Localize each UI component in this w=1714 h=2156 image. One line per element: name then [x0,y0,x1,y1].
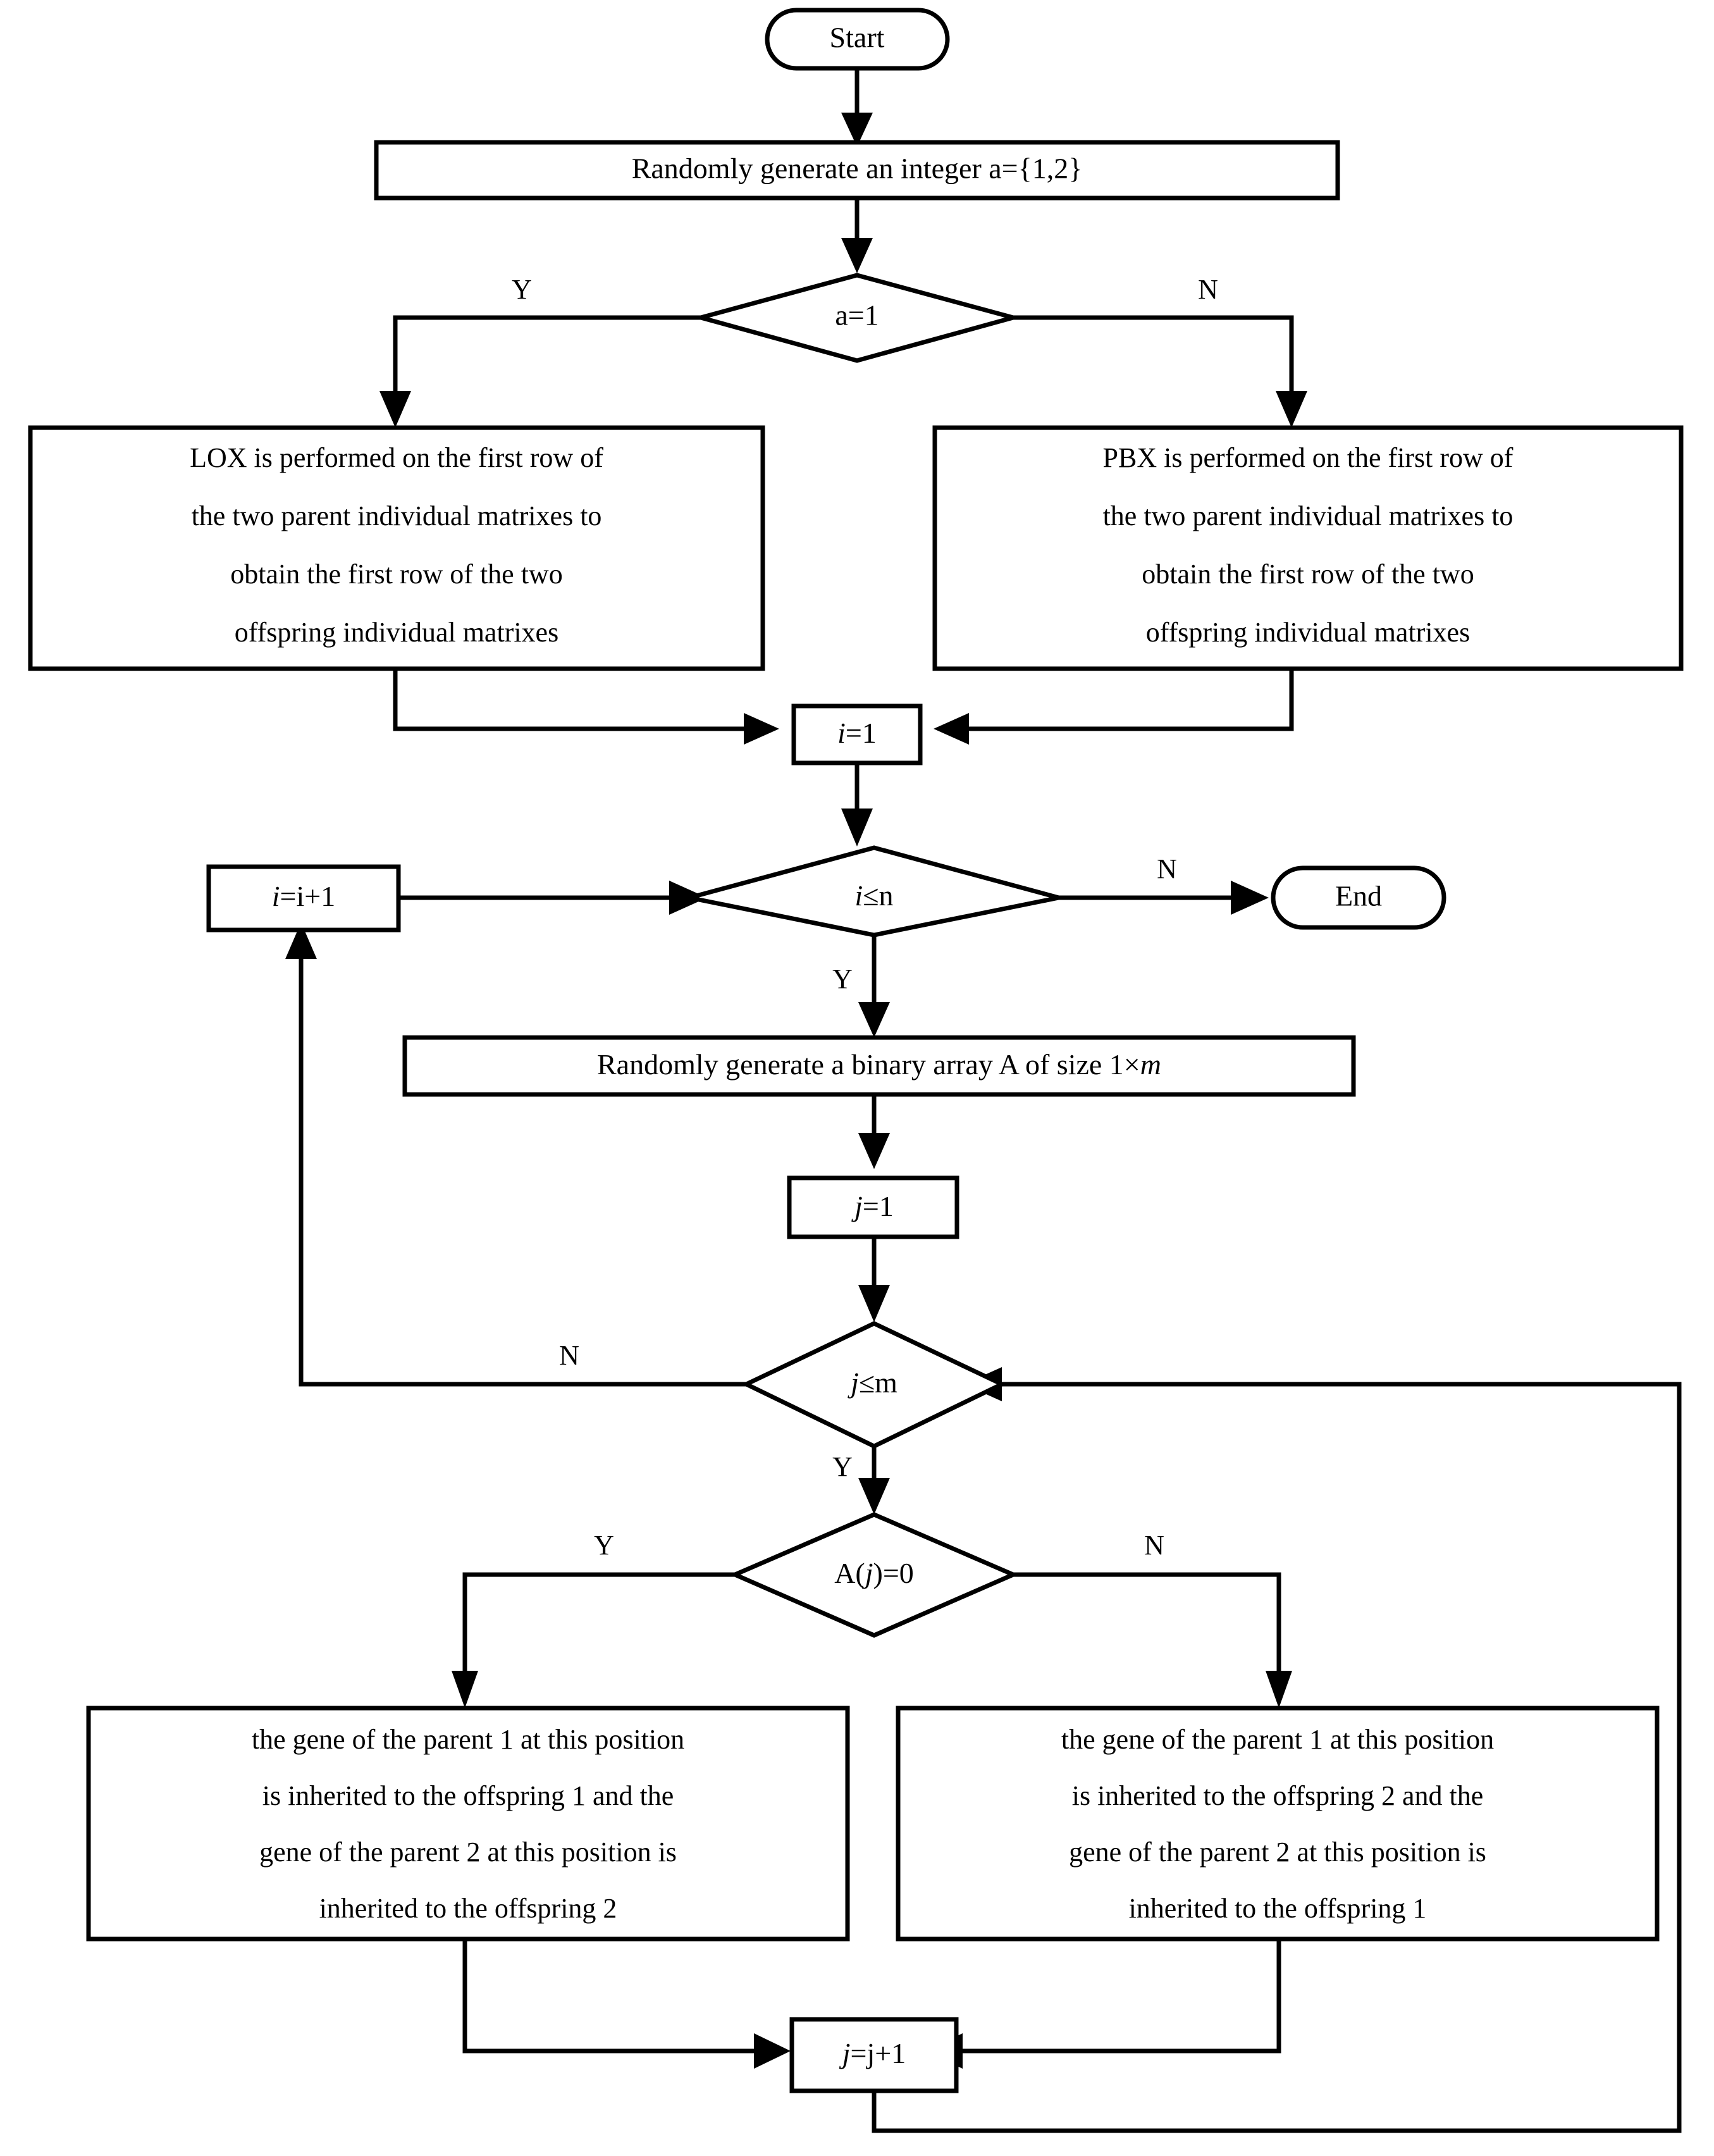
node-i-increment-rest: =i+1 [280,880,336,912]
node-end-label: End [1335,880,1382,912]
node-decision-aj-prefix: A( [834,1557,865,1589]
node-i-increment-label: i=i+1 [272,880,335,912]
node-lox-line-4: offspring individual matrixes [235,617,558,648]
connector-pbx-to-i-init [934,669,1294,745]
node-binary-array-label: Randomly generate a binary array A of si… [597,1048,1161,1081]
node-j-init-rest: =1 [863,1190,894,1222]
node-j-increment[interactable]: j=j+1 [789,2017,959,2093]
branch-label-a-no: N [1198,274,1218,305]
node-inherit-right-line-1: the gene of the parent 1 at this positio… [1061,1724,1494,1755]
connector-decision-a-yes-to-lox [379,315,702,428]
node-random-integer-label: Randomly generate an integer a={1,2} [632,152,1083,185]
node-i-increment[interactable]: i=i+1 [206,864,401,932]
connector-inherit-right-to-j-increment [926,1939,1281,2069]
node-decision-j-le-m[interactable]: j≤m [741,1321,1008,1449]
node-pbx-box[interactable]: PBX is performed on the first row of the… [932,425,1684,671]
connector-decision-a-no-to-pbx [1012,315,1307,428]
node-inherit-right[interactable]: the gene of the parent 1 at this positio… [896,1706,1660,1942]
node-decision-aj-suffix: )=0 [873,1557,914,1589]
node-decision-a-eq-1[interactable]: a=1 [692,273,1022,363]
connector-decision-aj-yes-to-inherit-left [452,1572,735,1708]
node-decision-aj-label: A(j)=0 [834,1557,914,1589]
node-random-binary-array[interactable]: Randomly generate a binary array A of si… [402,1035,1356,1097]
node-decision-j-var: j [848,1366,859,1399]
node-inherit-right-line-2: is inherited to the offspring 2 and the [1072,1780,1484,1811]
node-pbx-line-1: PBX is performed on the first row of [1103,442,1514,473]
node-end[interactable]: End [1271,865,1446,930]
node-i-init[interactable]: i=1 [791,703,923,765]
node-pbx-line-3: obtain the first row of the two [1142,559,1474,590]
connector-i-increment-to-decision-i [398,881,707,915]
node-inherit-right-line-3: gene of the parent 2 at this position is [1069,1837,1486,1868]
node-decision-i-label: i≤n [854,879,893,912]
node-start[interactable]: Start [765,8,950,71]
node-decision-a-label: a=1 [835,299,879,331]
connector-start-to-random-integer [841,66,873,147]
connector-decision-i-yes-to-binary-array [858,935,890,1038]
branch-label-i-no: N [1157,853,1177,884]
node-lox-line-2: the two parent individual matrixes to [192,500,602,531]
node-decision-aj-var: j [862,1557,873,1589]
node-i-init-label: i=1 [837,717,877,749]
connector-inherit-left-to-j-increment [462,1939,791,2069]
branch-label-i-yes: Y [832,963,853,994]
node-inherit-left-line-3: gene of the parent 2 at this position is [259,1837,677,1868]
connector-decision-j-no-to-i-increment [285,922,784,1387]
node-pbx-line-4: offspring individual matrixes [1146,617,1470,648]
connector-decision-i-no-to-end [1057,881,1269,915]
node-j-increment-label: j=j+1 [839,2037,906,2069]
node-lox-line-1: LOX is performed on the first row of [190,442,603,473]
branch-label-aj-no: N [1144,1530,1164,1561]
node-binary-array-var: m [1140,1048,1161,1081]
node-i-increment-var: i [272,880,280,912]
connector-j-init-to-decision-j [858,1237,890,1322]
node-binary-array-prefix: Randomly generate a binary array A of si… [597,1048,1140,1081]
node-decision-j-label: j≤m [848,1366,897,1399]
node-lox-box[interactable]: LOX is performed on the first row of the… [28,425,765,671]
node-pbx-line-2: the two parent individual matrixes to [1103,500,1514,531]
branch-label-a-yes: Y [512,274,532,305]
node-j-init-label: j=1 [851,1190,894,1222]
connector-lox-to-i-init [393,669,779,745]
node-i-init-rest: =1 [846,717,877,749]
node-inherit-right-line-4: inherited to the offspring 1 [1129,1893,1427,1924]
branch-label-j-yes: Y [832,1451,853,1482]
node-decision-i-var: i [854,879,863,912]
node-decision-j-rest: ≤m [859,1366,897,1399]
node-decision-i-rest: ≤n [863,879,893,912]
node-decision-aj-eq-0[interactable]: A(j)=0 [729,1512,1019,1638]
node-inherit-left[interactable]: the gene of the parent 1 at this positio… [86,1706,850,1942]
node-j-init[interactable]: j=1 [787,1175,959,1239]
node-lox-line-3: obtain the first row of the two [230,559,562,590]
connector-i-init-to-decision-i [841,762,873,846]
node-start-label: Start [830,22,885,54]
node-inherit-left-line-4: inherited to the offspring 2 [319,1893,617,1924]
node-j-increment-rest: =j+1 [851,2037,906,2069]
node-i-init-var: i [837,717,846,749]
connector-binary-array-to-j-init [858,1093,890,1169]
node-inherit-left-line-2: is inherited to the offspring 1 and the [262,1780,674,1811]
branch-label-aj-yes: Y [594,1530,614,1561]
node-j-init-var: j [851,1190,863,1222]
connector-decision-aj-no-to-inherit-right [1012,1572,1292,1708]
node-decision-i-le-n[interactable]: i≤n [689,845,1059,938]
node-inherit-left-line-1: the gene of the parent 1 at this positio… [252,1724,684,1755]
node-random-integer[interactable]: Randomly generate an integer a={1,2} [374,140,1340,201]
connector-random-integer-to-decision-a [841,197,873,273]
branch-label-j-no: N [559,1340,579,1371]
node-j-increment-var: j [839,2037,851,2069]
